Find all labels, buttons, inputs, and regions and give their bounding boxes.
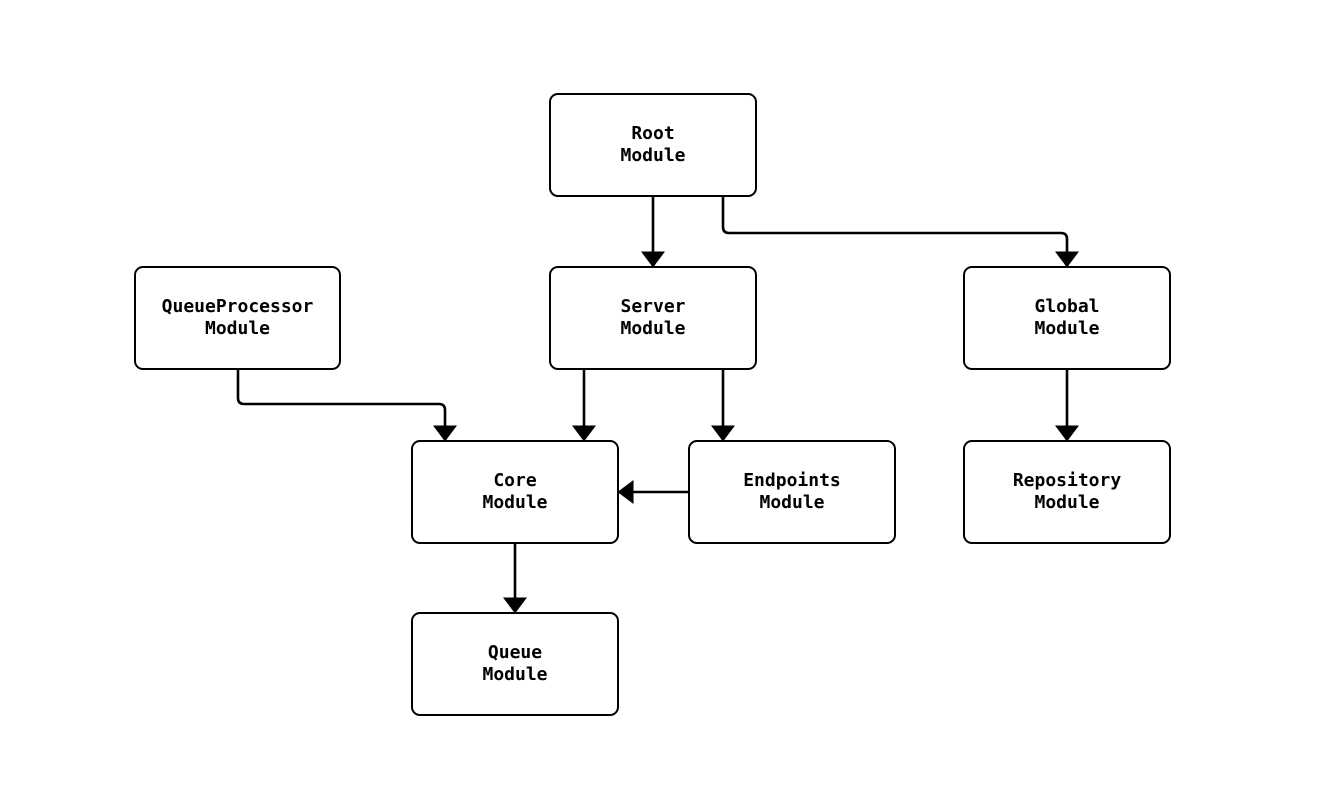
node-label-line: Module: [620, 318, 686, 339]
node-label-line: Endpoints: [743, 470, 841, 491]
node-label-line: Module: [482, 492, 548, 513]
node-label-line: Module: [759, 492, 825, 513]
edge-root-to-global: [721, 197, 1079, 268]
node-label-line: Global: [1034, 296, 1100, 317]
node-label-line: Module: [620, 145, 686, 166]
node-label-line: Root: [631, 123, 675, 144]
node-label-line: Core: [493, 470, 537, 491]
node-label-line: QueueProcessor: [161, 296, 314, 317]
node-label-line: Repository: [1012, 470, 1122, 491]
node-label-line: Queue: [487, 642, 543, 663]
node-label-line: Module: [1034, 318, 1100, 339]
edge-queueprocessor-to-core: [236, 370, 457, 442]
node-label-line: Module: [482, 664, 548, 685]
node-label-line: Module: [1034, 492, 1100, 513]
edges-group: [236, 197, 1079, 614]
node-label-line: Server: [620, 296, 686, 317]
node-label-line: Module: [204, 318, 271, 339]
